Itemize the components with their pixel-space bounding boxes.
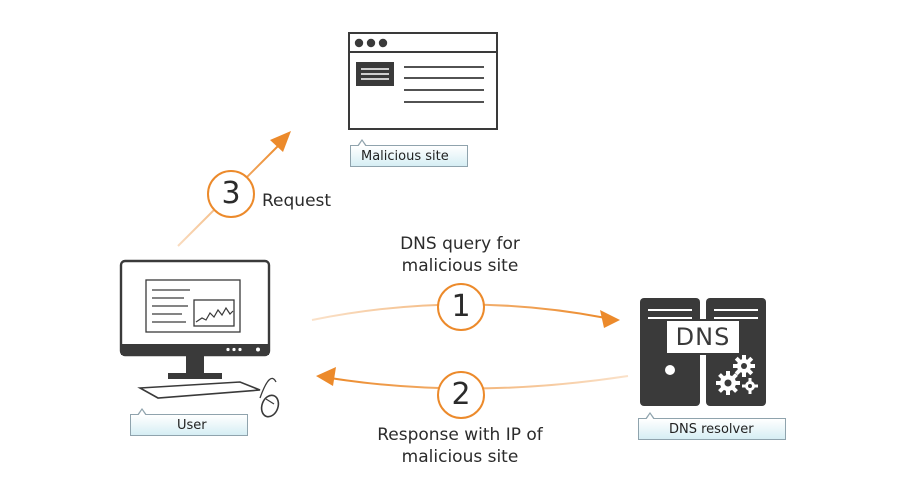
dns-screen-label: DNS xyxy=(675,323,731,351)
tag-pointer xyxy=(137,408,147,416)
step-1-label-line: malicious site xyxy=(401,256,519,276)
request-arrowhead xyxy=(270,131,291,152)
resolver-tag-label: DNS resolver xyxy=(669,422,754,437)
user-tag-label: User xyxy=(177,418,207,433)
user-computer-icon xyxy=(119,259,280,418)
tag-pointer xyxy=(645,412,655,420)
step-1-label: DNS query for malicious site xyxy=(360,233,560,277)
website-window-icon xyxy=(348,32,498,130)
step-1-circle: 1 xyxy=(437,283,485,331)
response-arrowhead xyxy=(316,367,336,386)
step-2-circle: 2 xyxy=(437,371,485,419)
step-3-circle: 3 xyxy=(207,170,255,218)
step-2-label-line: Response with IP of xyxy=(377,425,543,445)
query-arrowhead xyxy=(600,310,620,328)
website-tag: Malicious site xyxy=(350,139,468,167)
website-tag-label: Malicious site xyxy=(361,149,449,164)
dns-server-icon xyxy=(640,298,766,406)
step-3-label: Request xyxy=(262,191,332,211)
resolver-tag: DNS resolver xyxy=(638,412,786,440)
step-1-label-line: DNS query for xyxy=(400,234,520,254)
tag-pointer xyxy=(357,139,367,147)
step-2-label-line: malicious site xyxy=(401,447,519,467)
user-tag: User xyxy=(130,408,248,436)
step-2-label: Response with IP of malicious site xyxy=(350,424,570,468)
